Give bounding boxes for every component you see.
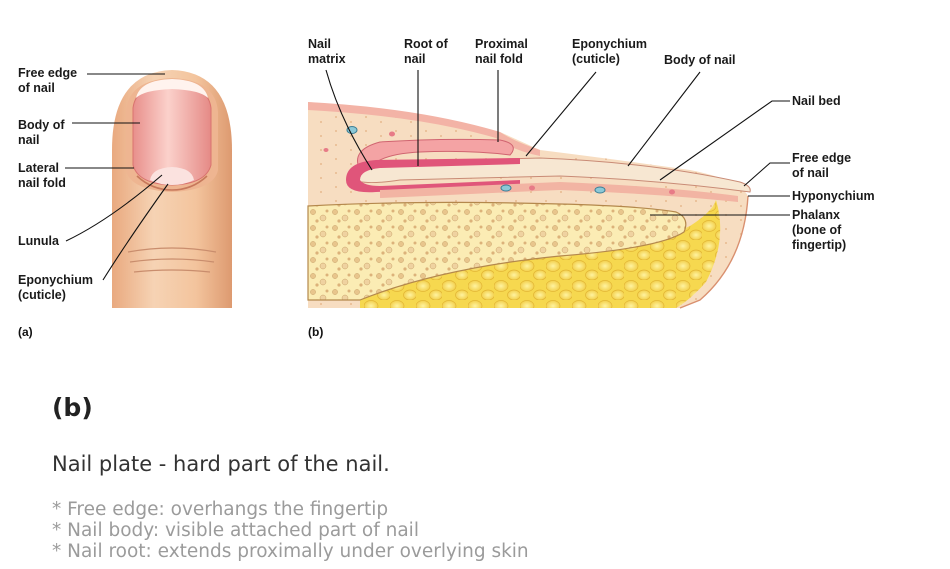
label-b-nail-bed: Nail bed	[792, 94, 841, 108]
bullet-free-edge: * Free edge: overhangs the fingertip	[52, 499, 389, 520]
leader-a-eponychium	[102, 183, 169, 281]
free-edge-shape	[136, 79, 208, 98]
fingertip-edge	[679, 195, 749, 309]
blood-vessels	[323, 126, 675, 195]
knuckle-crease	[127, 247, 217, 273]
caption-bullet-list: * Free edge: overhangs the fingertip * N…	[52, 499, 529, 562]
label-a-body: Body of nail	[18, 118, 68, 147]
leader-b-eponychium	[525, 71, 597, 157]
panel-b-leaders	[325, 69, 790, 216]
finger-illustration	[112, 70, 232, 308]
leader-a-lunula	[65, 174, 163, 242]
panel-b-tag: (b)	[308, 325, 323, 339]
label-a-lunula: Lunula	[18, 234, 60, 248]
caption-title: (b)	[52, 393, 93, 422]
bullet-nail-root: * Nail root: extends proximally under ov…	[52, 541, 529, 562]
eponychium-shape	[136, 175, 208, 191]
label-b-hyponychium: Hyponychium	[792, 189, 875, 203]
caption-description: Nail plate - hard part of the nail.	[52, 452, 390, 476]
label-a-lateral-fold: Lateral nail fold	[18, 161, 66, 190]
cross-section-illustration	[307, 102, 751, 309]
panel-a-labels: Free edge of nail Body of nail Lateral n…	[18, 66, 97, 339]
lunula-shape	[150, 167, 194, 185]
label-a-free-edge: Free edge of nail	[18, 66, 81, 95]
label-b-phalanx: Phalanx (bone of fingertip)	[792, 208, 846, 252]
leader-b-body	[627, 71, 701, 167]
bullet-nail-body: * Nail body: visible attached part of na…	[52, 520, 419, 541]
proximal-fold-shape	[357, 138, 514, 171]
nail-matrix-section	[346, 158, 520, 193]
epidermis-band	[308, 102, 540, 156]
leader-b-nail-bed	[659, 100, 790, 181]
leader-b-free-edge	[743, 162, 790, 187]
panel-a-leaders	[65, 73, 169, 281]
leader-b-nail-matrix	[325, 69, 373, 171]
label-b-proximal-fold: Proximal nail fold	[475, 37, 531, 66]
label-b-body: Body of nail	[664, 53, 736, 67]
panel-b-labels: Nail matrix Root of nail Proximal nail f…	[308, 37, 875, 339]
label-b-nail-matrix: Nail matrix	[308, 37, 346, 66]
label-b-eponychium: Eponychium (cuticle)	[572, 37, 651, 66]
label-b-free-edge: Free edge of nail	[792, 151, 855, 180]
label-b-root: Root of nail	[404, 37, 451, 66]
phalanx-bone	[307, 201, 687, 301]
panel-a-tag: (a)	[18, 325, 33, 339]
label-a-eponychium: Eponychium (cuticle)	[18, 273, 97, 302]
nail-bed-section	[380, 182, 738, 202]
